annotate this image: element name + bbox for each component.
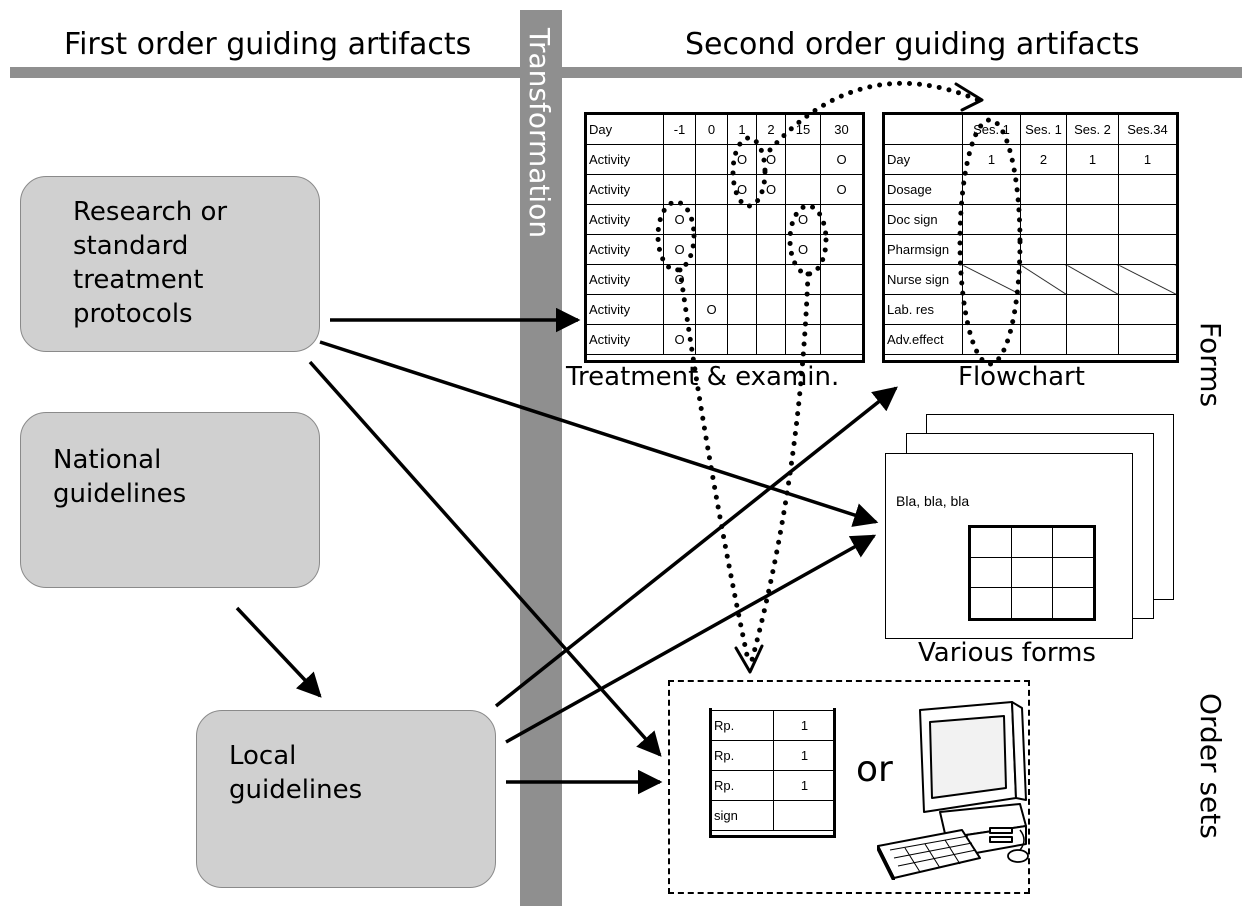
table-cell [1066,294,1119,325]
table-cell [695,234,728,265]
row-label: Pharmsign [884,234,963,265]
table-cell: Ses. 1 [1020,114,1067,145]
row-label: Rp. [711,740,774,771]
table-cell: 1 [773,770,836,801]
table-cell [756,234,786,265]
table-cell [756,294,786,325]
table-cell [1020,324,1067,355]
header-cell: -1 [663,114,696,145]
table-cell [1020,234,1067,265]
table-cell [695,204,728,235]
dotted-arrowhead-top [954,82,984,112]
form-grid [968,525,1096,621]
table-row: Activity O [586,294,863,325]
dotted-arrowhead-bottom [734,644,764,674]
table-cell: O [785,234,821,265]
dotted-path-left-down [677,267,751,663]
header-divider [10,67,1242,78]
row-label: Adv.effect [884,324,963,355]
header-second-order: Second order guiding artifacts [685,27,1140,62]
order-set-left-edge [709,708,712,838]
dotted-loop-session1 [957,117,1023,367]
dotted-path-to-flowchart [767,80,981,153]
dotted-loop-day1 [730,135,768,209]
arrow-research-to-ordersets [308,360,662,757]
arrow-local-to-flowchart [494,386,898,708]
row-label: Lab. res [884,294,963,325]
table-row: sign [711,800,836,831]
computer-icon [877,701,1029,880]
table-row: Lab. res [884,294,1177,325]
form-text: Bla, bla, bla [896,493,970,509]
header-cell: 1 [727,114,757,145]
table-cell [785,144,821,175]
arrow-research-to-forms [319,340,879,527]
transformation-bar [520,10,562,906]
dotted-loop-day-1 [655,199,697,273]
table-cell [695,324,728,355]
header-cell: 2 [756,114,786,145]
table-cell [1118,204,1177,235]
table-row: Nurse sign [884,264,1177,295]
order-set-bottom-edge [709,835,836,838]
flowchart-caption: Flowchart [958,362,1085,392]
table-row: Rp.1 [711,710,836,741]
table-cell [756,324,786,355]
table-cell [962,264,1021,295]
order-set-right-edge [833,708,836,838]
table-cell: 1 [1066,144,1119,175]
table-cell [727,264,757,295]
table-cell [785,294,821,325]
table-cell [1118,324,1177,355]
dotted-loop-day15 [787,203,829,277]
header-first-order: First order guiding artifacts [64,27,472,62]
table-row: Rp.1 [711,770,836,801]
table-cell [1066,264,1119,295]
dotted-path-right-down [749,271,811,663]
table-cell: O [756,174,786,205]
form-page-front: Bla, bla, bla [885,453,1133,639]
arrow-local-to-forms [505,534,877,744]
table-cell: 1 [1118,144,1177,175]
arrow-national-to-local [235,606,322,698]
order-set-box [668,680,1030,894]
row-label: sign [711,800,774,831]
table-cell [785,264,821,295]
or-label: or [856,749,893,790]
table-cell: O [663,234,696,265]
forms-caption: Various forms [918,638,1096,668]
row-label: Activity [586,324,664,355]
header-cell: 30 [820,114,863,145]
row-label: Activity [586,234,664,265]
table-cell [727,324,757,355]
table-cell [962,234,1021,265]
table-cell [962,174,1021,205]
row-label: Activity [586,204,664,235]
table-cell [1118,174,1177,205]
table-cell [1066,324,1119,355]
treatment-caption: Treatment & examin. [566,362,840,392]
table-cell: O [695,294,728,325]
table-cell [695,144,728,175]
row-label: Activity [586,294,664,325]
header-cell: 0 [695,114,728,145]
table-cell: 2 [1020,144,1067,175]
table-cell: Ses. 2 [1066,114,1119,145]
row-label: Activity [586,174,664,205]
